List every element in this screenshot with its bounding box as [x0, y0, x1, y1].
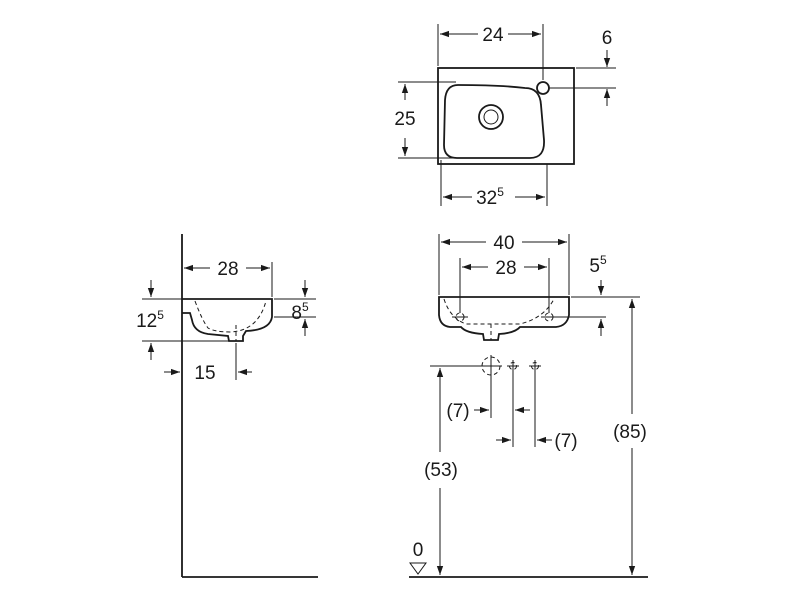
dim-waste-height-label: (53) [424, 460, 458, 481]
top-view-waste-outer [478, 104, 504, 130]
dim-height-label: 125 [136, 308, 164, 332]
dim-bowl-width-label: 325 [476, 185, 504, 209]
dim-supply-left-label: (7) [446, 401, 469, 422]
floor-level-label: 0 [413, 540, 424, 561]
dim-width-label: 24 [482, 25, 504, 46]
top-view-bowl [443, 84, 545, 159]
dim-rim-from-floor-label: (85) [613, 422, 647, 443]
dim-overall-width-label: 40 [493, 233, 514, 254]
supply-connection-right [529, 360, 541, 372]
top-view: 24 6 25 325 [394, 24, 616, 209]
top-view-tap-hole [536, 81, 550, 95]
waste-connection-symbol [480, 355, 502, 377]
dim-fixing-height-label: 55 [589, 253, 607, 277]
front-view-basin [438, 296, 570, 341]
top-view-outline [437, 67, 575, 165]
dim-supply-right-label: (7) [554, 431, 577, 452]
dim-fixing-distance-label: 28 [495, 258, 516, 279]
front-view: 40 28 55 (7) [409, 233, 648, 578]
side-view-bowl-hidden [194, 300, 267, 333]
dim-tap-offset-label: 6 [602, 28, 613, 49]
dim-waste-offset-label: 15 [194, 363, 215, 384]
side-view-basin [182, 298, 273, 342]
supply-connection-left [507, 360, 519, 372]
floor-level-marker-icon [409, 562, 427, 575]
top-view-waste-inner [483, 109, 499, 125]
dim-depth-label: 25 [394, 109, 415, 130]
dim-projection-label: 28 [217, 259, 238, 280]
dim-rim-height-label: 85 [291, 300, 309, 324]
side-view: 28 125 85 15 [136, 234, 318, 578]
